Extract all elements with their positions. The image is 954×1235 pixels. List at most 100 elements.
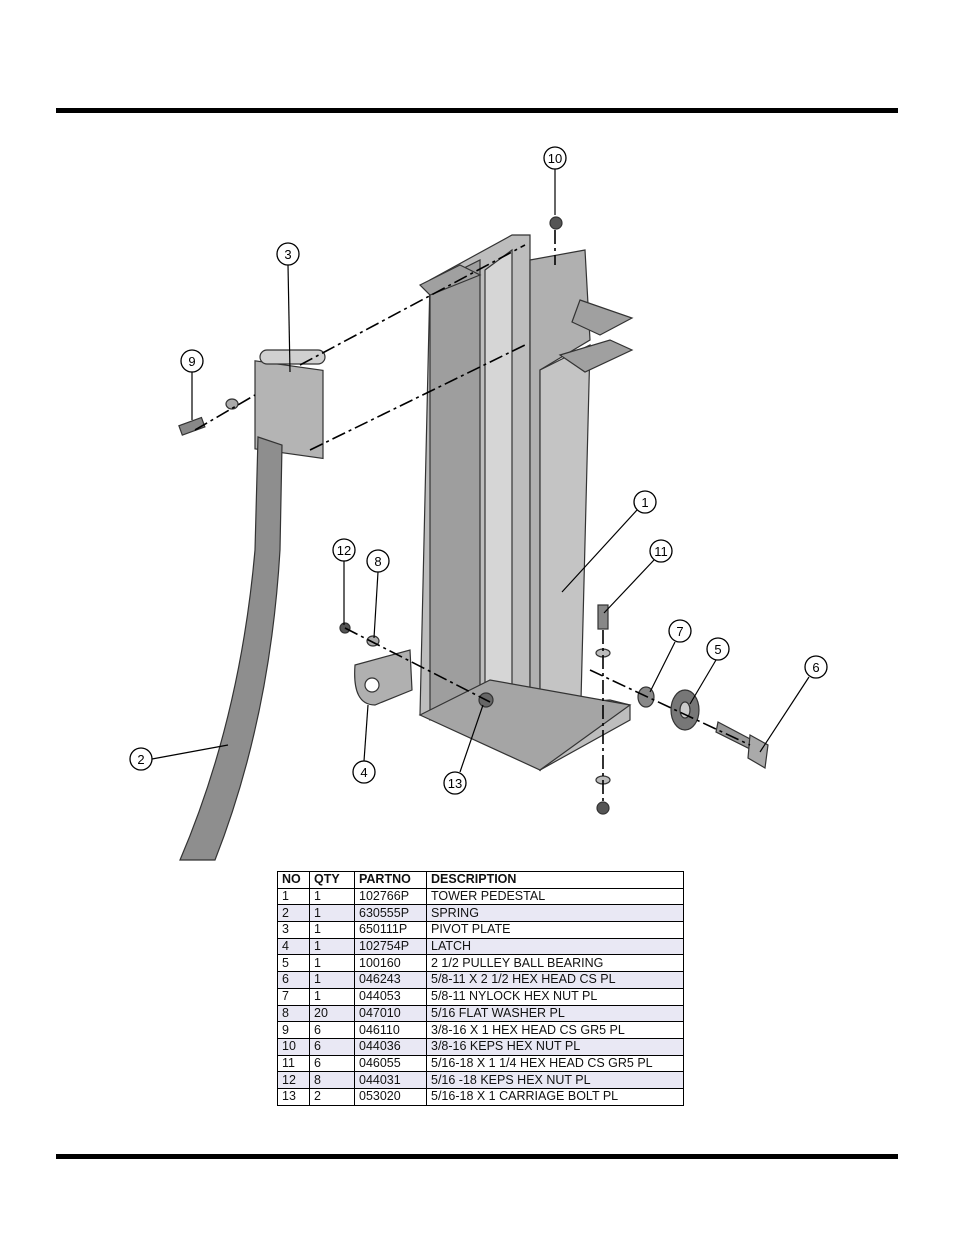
callout-13: 13: [443, 771, 467, 795]
cell-description: 3/8-16 KEPS HEX NUT PL: [426, 1037, 684, 1056]
svg-text:2: 2: [137, 752, 144, 767]
spring: [179, 436, 283, 861]
cell-qty: 6: [309, 1021, 355, 1039]
cell-qty: 2: [309, 1087, 355, 1106]
svg-text:5: 5: [714, 642, 721, 657]
cell-no: 13: [277, 1087, 310, 1106]
header-partno: PARTNO: [354, 871, 427, 889]
cell-description: SPRING: [426, 904, 684, 923]
cell-description: 5/16 -18 KEPS HEX NUT PL: [426, 1071, 684, 1089]
cell-description: 2 1/2 PULLEY BALL BEARING: [426, 954, 684, 973]
callout-10: 10: [543, 146, 567, 170]
cell-description: LATCH: [426, 937, 684, 956]
cell-description: 5/16-18 X 1 CARRIAGE BOLT PL: [426, 1087, 684, 1106]
cell-no: 6: [277, 971, 310, 989]
hex-bolt: [715, 721, 753, 751]
cell-description: 5/8-11 NYLOCK HEX NUT PL: [426, 987, 684, 1006]
cell-partno: 047010: [354, 1004, 427, 1023]
cell-description: TOWER PEDESTAL: [426, 887, 684, 906]
svg-text:6: 6: [812, 660, 819, 675]
cell-no: 11: [277, 1054, 310, 1073]
cell-no: 1: [277, 887, 310, 906]
cell-partno: 046110: [354, 1021, 427, 1039]
cell-description: PIVOT PLATE: [426, 921, 684, 939]
callout-7: 7: [668, 619, 692, 643]
cell-description: 5/16 FLAT WASHER PL: [426, 1004, 684, 1023]
cell-description: 5/16-18 X 1 1/4 HEX HEAD CS GR5 PL: [426, 1054, 684, 1073]
top-rule: [56, 108, 898, 113]
cell-qty: 1: [309, 954, 355, 973]
cell-no: 3: [277, 921, 310, 939]
cell-partno: 044053: [354, 987, 427, 1006]
svg-text:12: 12: [337, 543, 351, 558]
cell-qty: 6: [309, 1054, 355, 1073]
cell-qty: 1: [309, 987, 355, 1006]
cell-no: 7: [277, 987, 310, 1006]
cell-no: 9: [277, 1021, 310, 1039]
cell-no: 8: [277, 1004, 310, 1023]
callout-2: 2: [129, 747, 153, 771]
callout-11: 11: [649, 539, 673, 563]
cell-partno: 650111P: [354, 921, 427, 939]
cell-no: 4: [277, 937, 310, 956]
cell-qty: 1: [309, 937, 355, 956]
svg-text:11: 11: [654, 544, 668, 559]
cell-partno: 046243: [354, 971, 427, 989]
cell-partno: 630555P: [354, 904, 427, 923]
cell-qty: 1: [309, 921, 355, 939]
header-description: DESCRIPTION: [426, 871, 684, 889]
cell-description: 5/8-11 X 2 1/2 HEX HEAD CS PL: [426, 971, 684, 989]
callout-9: 9: [180, 349, 204, 373]
svg-text:10: 10: [548, 151, 562, 166]
svg-text:13: 13: [448, 776, 462, 791]
cell-qty: 20: [309, 1004, 355, 1023]
cell-no: 2: [277, 904, 310, 923]
cell-no: 5: [277, 954, 310, 973]
svg-text:8: 8: [374, 554, 381, 569]
cell-partno: 046055: [354, 1054, 427, 1073]
cell-qty: 8: [309, 1071, 355, 1089]
cell-partno: 102766P: [354, 887, 427, 906]
callout-1: 1: [633, 490, 657, 514]
header-qty: QTY: [309, 871, 355, 889]
cell-partno: 102754P: [354, 937, 427, 956]
cell-no: 12: [277, 1071, 310, 1089]
cell-partno: 044031: [354, 1071, 427, 1089]
cell-partno: 053020: [354, 1087, 427, 1106]
svg-text:7: 7: [676, 624, 683, 639]
svg-text:3: 3: [284, 247, 291, 262]
cell-qty: 1: [309, 887, 355, 906]
cell-description: 3/8-16 X 1 HEX HEAD CS GR5 PL: [426, 1021, 684, 1039]
callout-8: 8: [366, 549, 390, 573]
callout-12: 12: [332, 538, 356, 562]
svg-text:1: 1: [641, 495, 648, 510]
cell-no: 10: [277, 1037, 310, 1056]
bottom-rule: [56, 1154, 898, 1159]
cell-qty: 6: [309, 1037, 355, 1056]
cell-qty: 1: [309, 971, 355, 989]
svg-text:4: 4: [360, 765, 367, 780]
latch: [354, 649, 413, 706]
table-header-row: NO QTY PARTNO DESCRIPTION: [277, 871, 684, 889]
callout-6: 6: [804, 655, 828, 679]
cell-qty: 1: [309, 904, 355, 923]
callout-5: 5: [706, 637, 730, 661]
svg-text:9: 9: [188, 354, 195, 369]
callout-3: 3: [276, 242, 300, 266]
cell-partno: 100160: [354, 954, 427, 973]
pivot-plate: [254, 360, 324, 460]
